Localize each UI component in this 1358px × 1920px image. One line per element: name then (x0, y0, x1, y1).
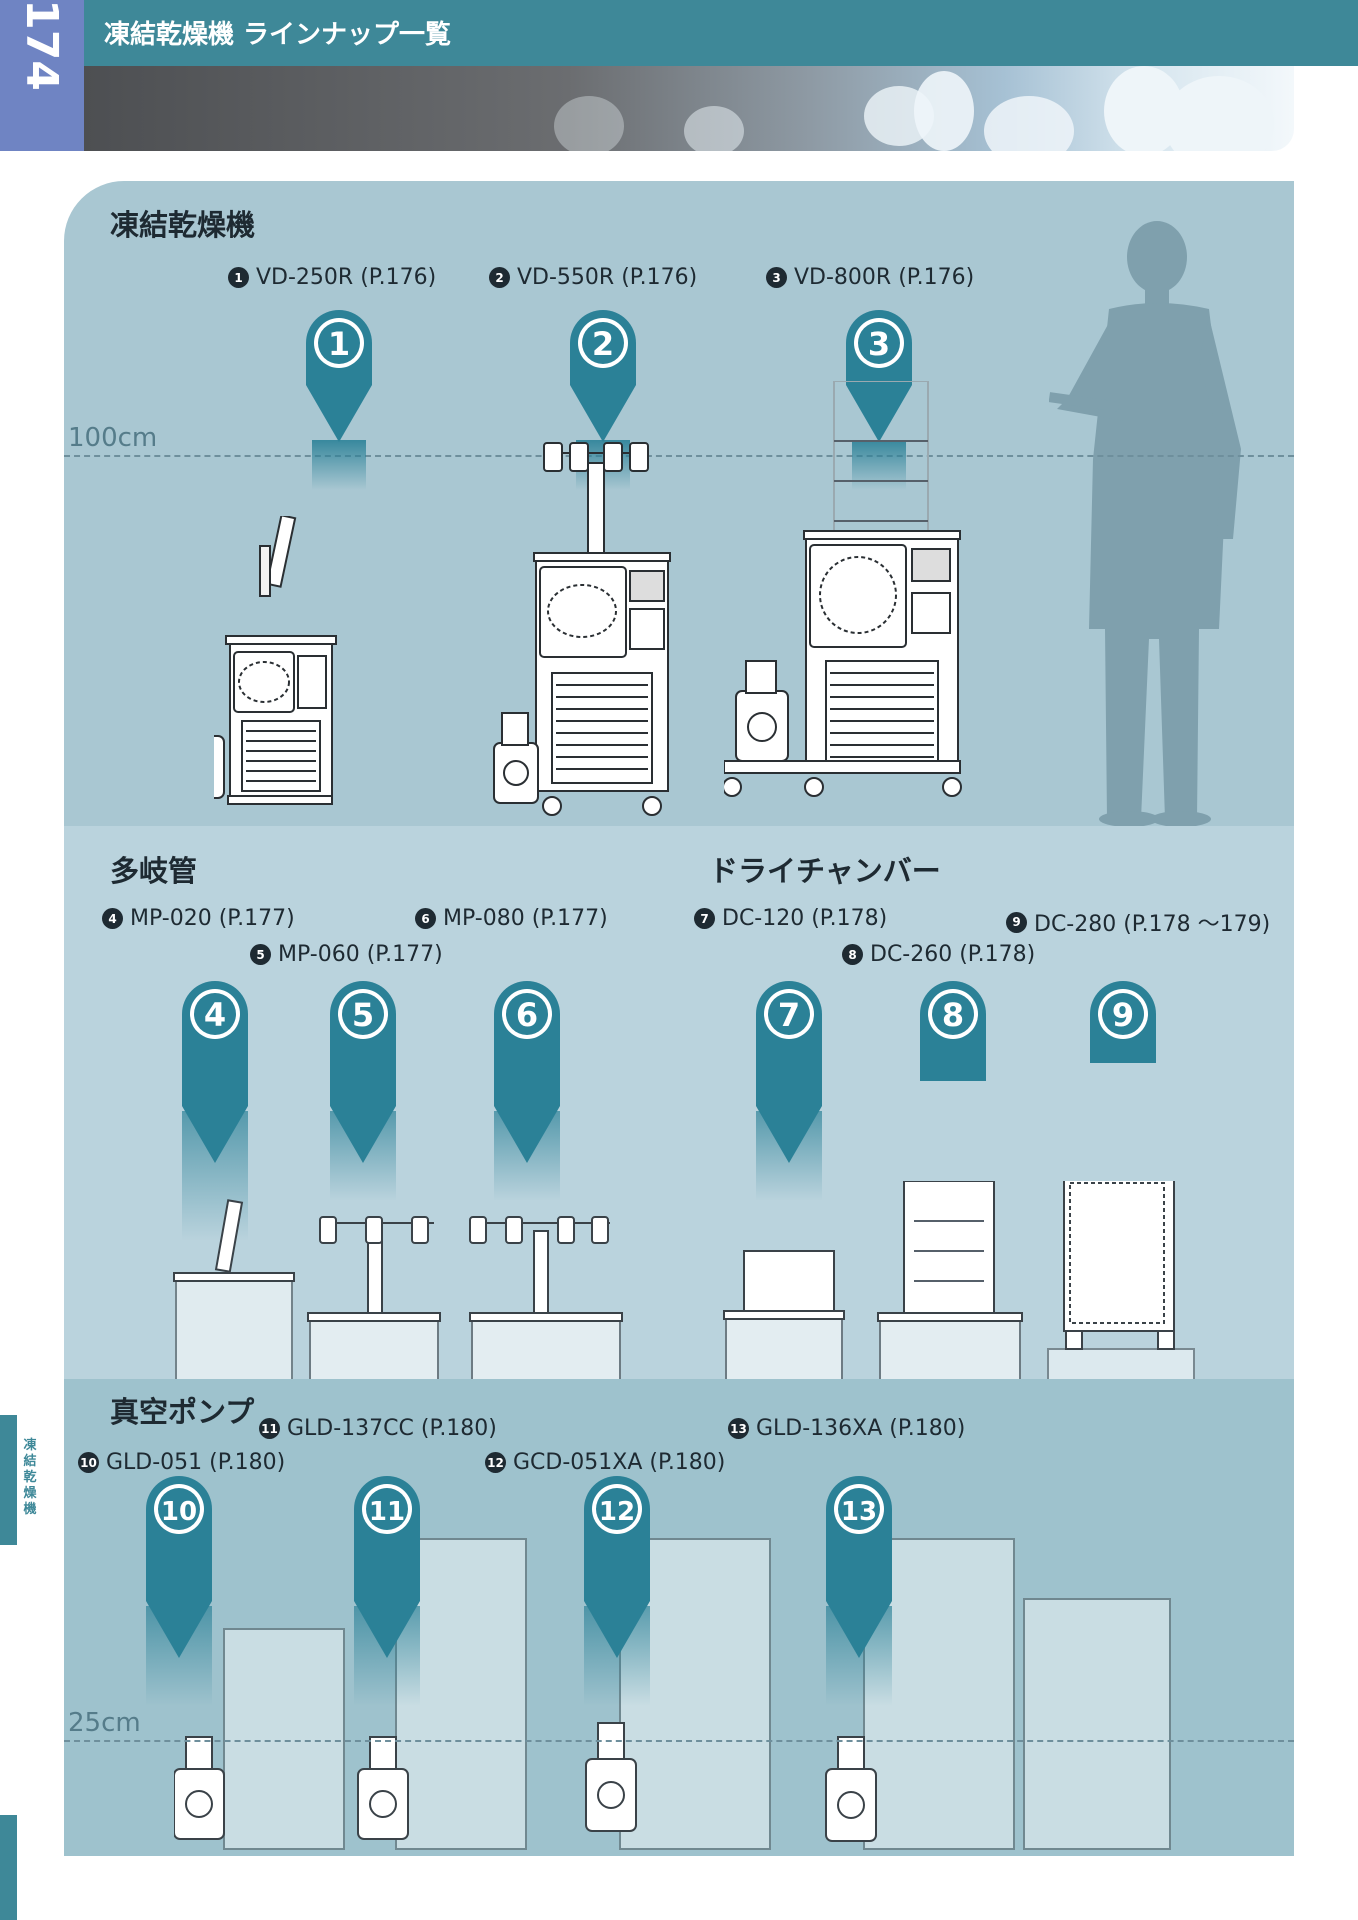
svg-text:12: 12 (599, 1497, 635, 1527)
svg-text:5: 5 (352, 996, 374, 1034)
section-title-dry-chambers: ドライチャンバー (709, 854, 941, 888)
vd-250r-illustration (214, 516, 337, 805)
side-index-tab-bottom (0, 1815, 17, 1920)
height-line-25cm (64, 1740, 1294, 1742)
vacuum-pump-illustrations (174, 1538, 1171, 1850)
marker-7: 7 (756, 981, 822, 1201)
section-title-manifolds: 多岐管 (110, 854, 198, 888)
svg-text:13: 13 (841, 1497, 877, 1527)
header-photo-snow-trees (84, 66, 1294, 151)
marker-8: 8 (920, 981, 986, 1081)
marker-10: 10 (146, 1476, 212, 1706)
svg-text:11: 11 (369, 1497, 405, 1527)
height-line-100cm (64, 455, 1294, 457)
page-title: 凍結乾燥機 ラインナップ一覧 (104, 20, 452, 50)
side-index-tab (0, 1415, 17, 1545)
vd-550r-illustration (493, 442, 671, 816)
height-label-25cm: 25cm (68, 1708, 141, 1738)
marker-11: 11 (354, 1476, 420, 1706)
svg-text:4: 4 (204, 996, 226, 1034)
page-number: 174 (16, 0, 68, 91)
side-index-label: 凍結乾燥機 (23, 1438, 37, 1517)
marker-12: 12 (584, 1476, 650, 1706)
svg-text:3: 3 (868, 325, 890, 363)
svg-text:1: 1 (328, 325, 350, 363)
marker-9: 9 (1090, 981, 1156, 1063)
manifold-chamber-illustrations (173, 1181, 1195, 1381)
marker-4: 4 (182, 981, 248, 1241)
marker-5: 5 (330, 981, 396, 1201)
marker-1: 1 (306, 310, 372, 490)
svg-text:7: 7 (778, 996, 800, 1034)
svg-text:10: 10 (161, 1497, 197, 1527)
page-number-tab: 174 (0, 0, 84, 151)
vd-800r-illustration (724, 381, 962, 797)
person-silhouette (1049, 221, 1241, 827)
svg-text:9: 9 (1112, 996, 1134, 1034)
marker-3: 3 (846, 310, 912, 490)
section-title-vacuum-pumps: 真空ポンプ (110, 1395, 255, 1429)
marker-2: 2 (570, 310, 636, 490)
marker-13: 13 (826, 1476, 892, 1706)
svg-text:2: 2 (592, 325, 614, 363)
header-bar: 凍結乾燥機 ラインナップ一覧 (84, 0, 1358, 66)
height-label-100cm: 100cm (68, 423, 158, 453)
svg-text:6: 6 (516, 996, 538, 1034)
marker-6: 6 (494, 981, 560, 1201)
section-title-freeze-dryers: 凍結乾燥機 (110, 208, 256, 242)
svg-text:8: 8 (942, 996, 964, 1034)
